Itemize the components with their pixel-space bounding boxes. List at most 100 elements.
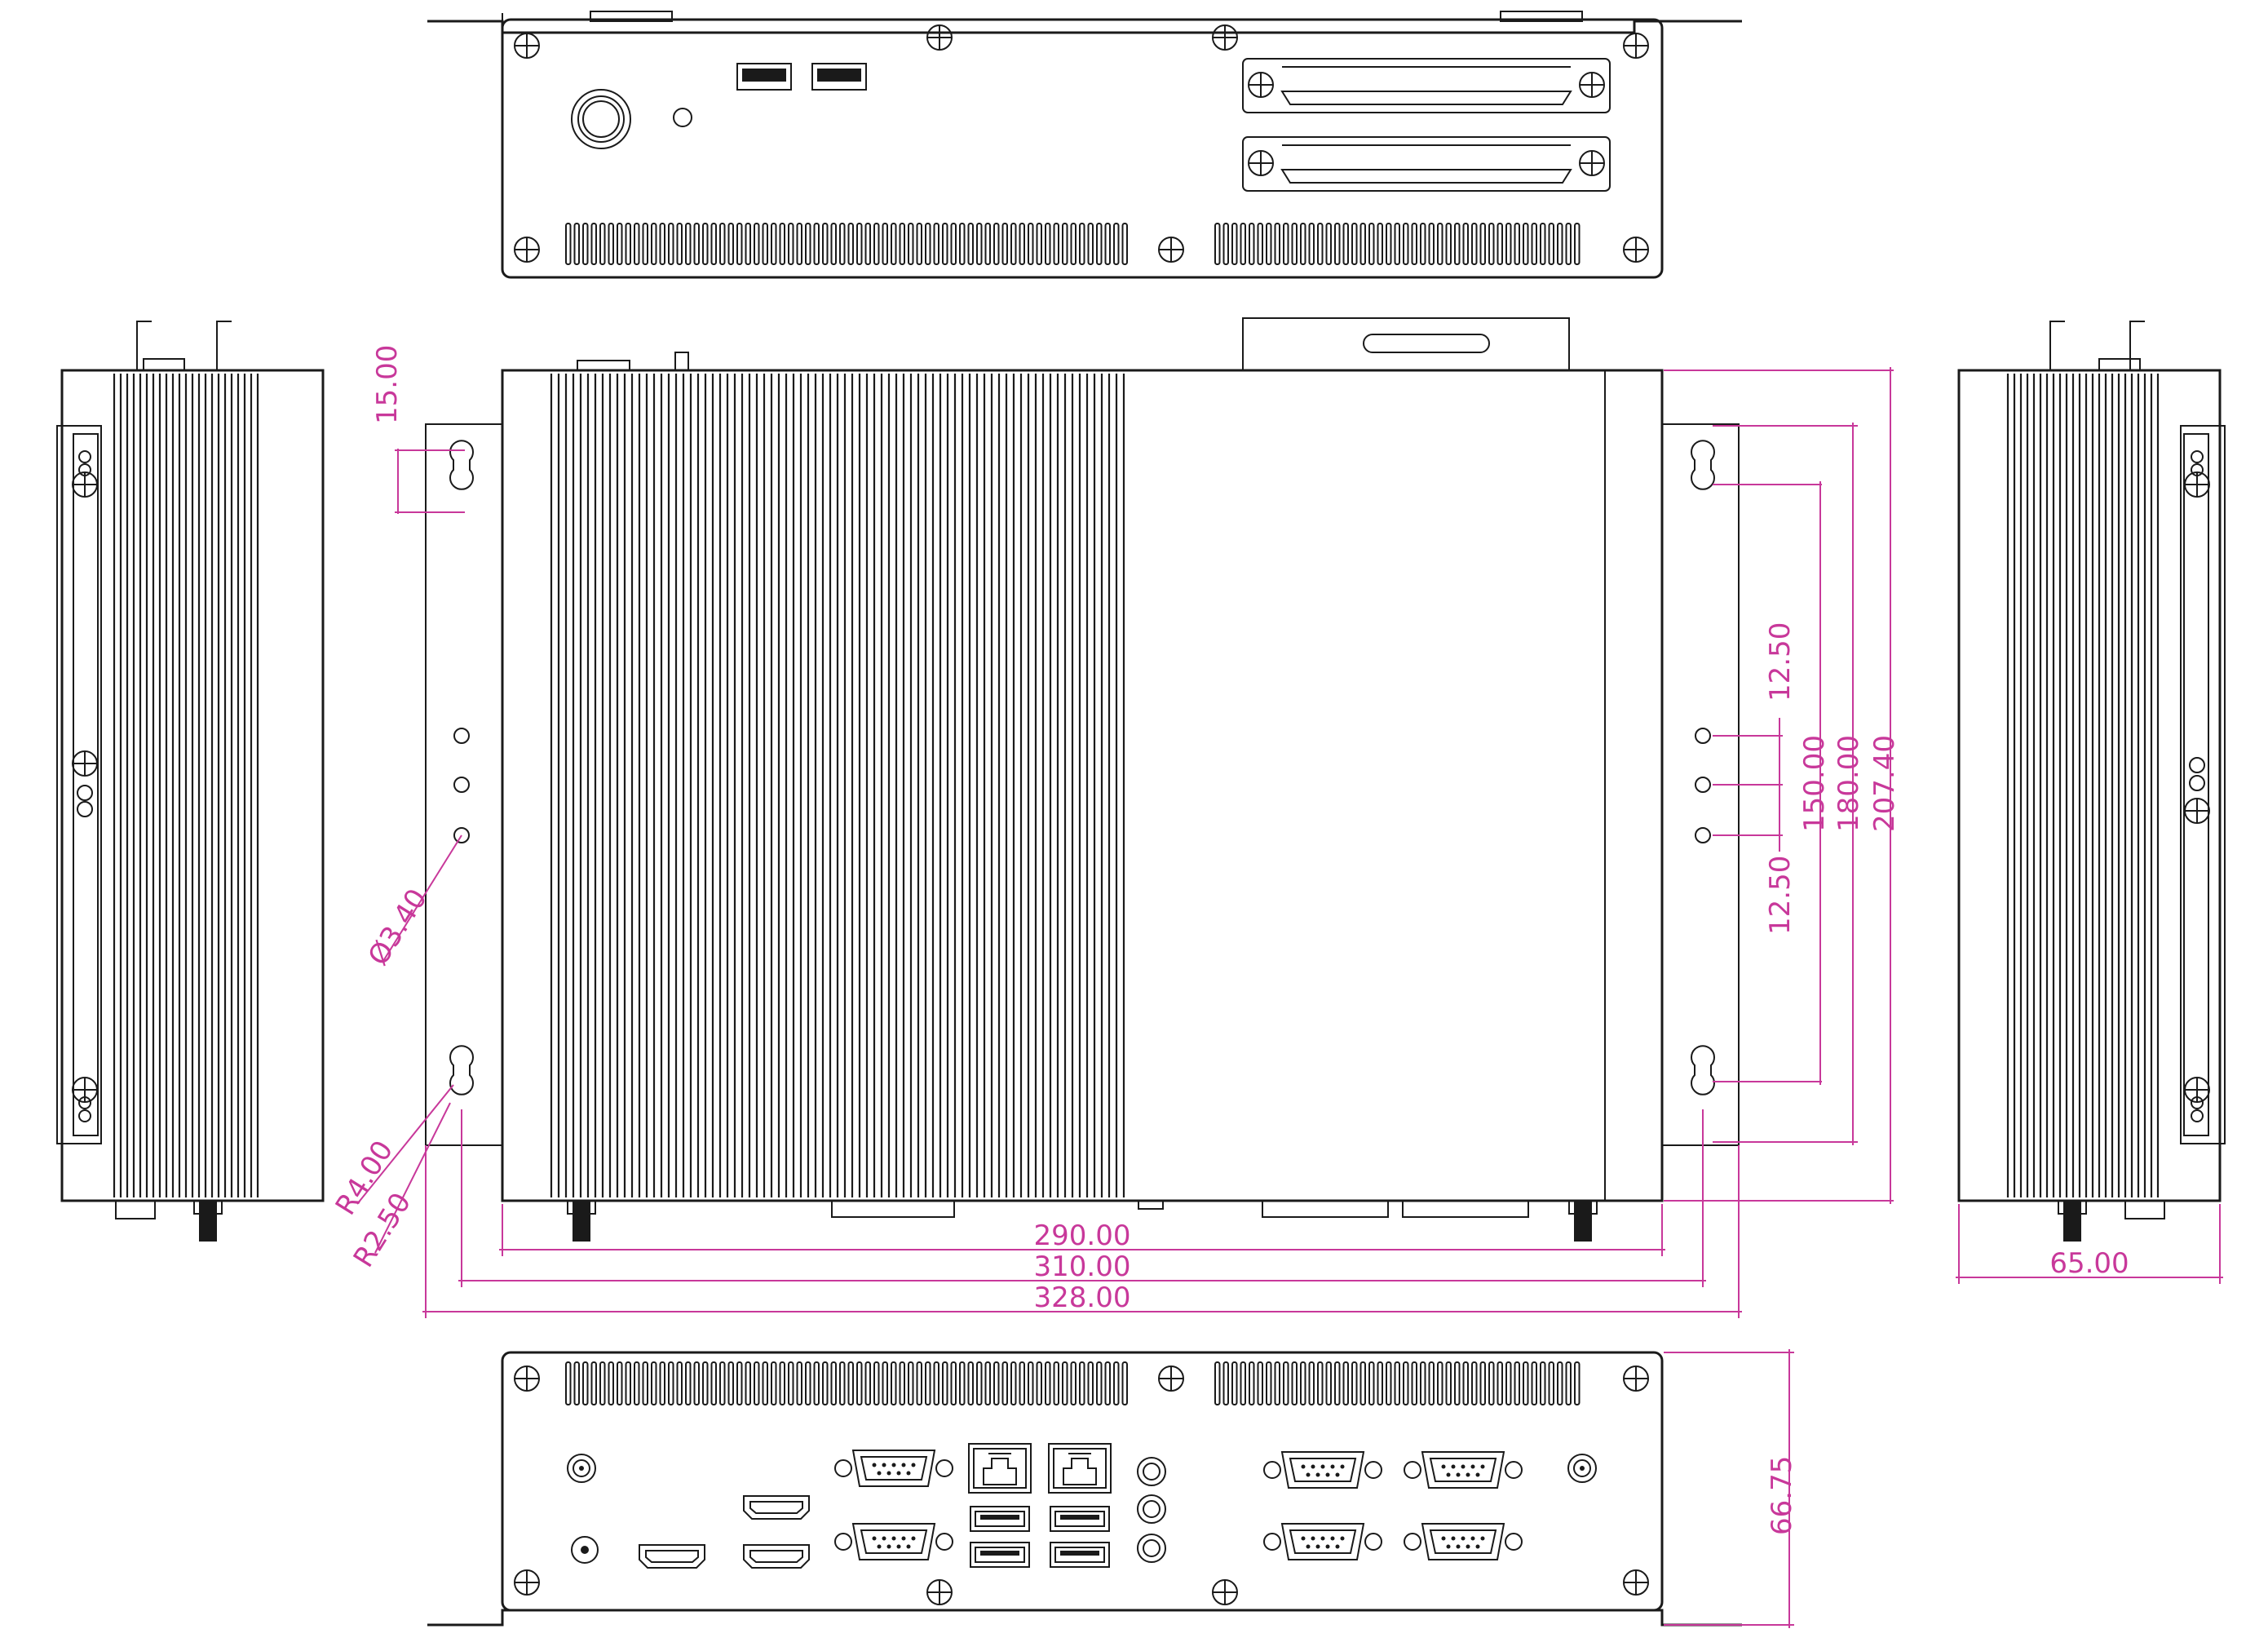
vent-slot: [659, 223, 665, 265]
vent-slot: [1036, 1361, 1042, 1405]
vent-slot: [847, 1361, 854, 1405]
expansion-slot: [1242, 136, 1611, 192]
vent-slot: [1291, 223, 1298, 265]
vent-slot: [1454, 1361, 1461, 1405]
vent-slot: [762, 223, 768, 265]
vent-slot: [617, 1361, 623, 1405]
vent-slot: [659, 1361, 665, 1405]
vent-slot: [754, 1361, 760, 1405]
vent-slot: [590, 223, 597, 265]
vent-slot: [1377, 223, 1383, 265]
screw-icon: [926, 1579, 953, 1605]
vent-slot: [1317, 1361, 1324, 1405]
vent-slot: [1540, 223, 1546, 265]
vent-slot: [573, 1361, 580, 1405]
vent-slot: [1557, 223, 1563, 265]
vent-slot: [1574, 223, 1581, 265]
vent-slot: [1079, 223, 1085, 265]
vent-slot: [608, 1361, 614, 1405]
vent-slot: [891, 1361, 897, 1405]
vent-slot: [651, 223, 657, 265]
vent-slot: [1019, 223, 1025, 265]
rj45-icon: [968, 1443, 1032, 1494]
vent-slot: [916, 223, 922, 265]
screw-icon: [2184, 1077, 2210, 1103]
vent-slot: [1249, 1361, 1255, 1405]
vent-slot: [1001, 1361, 1008, 1405]
rear-panel-view: [427, 11, 1742, 279]
vent-slot: [1462, 223, 1469, 265]
vent-slot: [891, 223, 897, 265]
vent-slot: [634, 223, 640, 265]
vent-slot: [1488, 1361, 1495, 1405]
vent-slot: [839, 1361, 846, 1405]
dimension-lines: 15.00 12.50 12.50 150.00 180.00 207.40 Ø…: [329, 345, 2223, 1628]
vent-slot: [950, 223, 957, 265]
vent-slots: [1214, 1361, 1581, 1405]
vent-slot: [1531, 223, 1537, 265]
vent-slot: [1359, 223, 1366, 265]
vent-slot: [762, 1361, 768, 1405]
vent-slot: [1548, 223, 1554, 265]
vent-slot: [1308, 223, 1315, 265]
antenna-connector-icon: [2058, 1200, 2087, 1242]
usb-port-icon: [736, 63, 792, 91]
power-button-icon: [571, 89, 631, 149]
vent-slot: [1121, 1361, 1128, 1405]
vent-slot: [1394, 223, 1400, 265]
vent-slot: [1479, 223, 1486, 265]
vent-slot: [1070, 223, 1077, 265]
vent-slot: [727, 223, 734, 265]
antenna-connector-icon: [567, 1454, 596, 1483]
vent-slot: [873, 223, 880, 265]
vent-slot: [1231, 1361, 1238, 1405]
vent-slot: [1300, 223, 1306, 265]
vent-slot: [1386, 223, 1392, 265]
vent-slot: [967, 1361, 974, 1405]
dim-body-width: 290.00: [1034, 1219, 1131, 1252]
vent-slot: [1240, 223, 1246, 265]
vent-slot: [1214, 223, 1221, 265]
vent-slot: [651, 1361, 657, 1405]
vent-slot: [1334, 223, 1341, 265]
vent-slot: [1565, 223, 1572, 265]
audio-jack-icon: [1137, 1457, 1166, 1486]
keyhole-slot: [1691, 440, 1715, 490]
vent-slot: [1113, 1361, 1120, 1405]
vent-slot: [796, 1361, 802, 1405]
vent-slot: [634, 1361, 640, 1405]
vent-slot: [933, 1361, 939, 1405]
vent-slot: [882, 1361, 888, 1405]
vent-slot: [882, 223, 888, 265]
vent-slot: [1454, 223, 1461, 265]
vent-slot: [1266, 223, 1272, 265]
vent-slot: [1565, 1361, 1572, 1405]
vent-slot: [1394, 1361, 1400, 1405]
vent-slot: [1062, 1361, 1068, 1405]
vent-slot: [1523, 223, 1529, 265]
vent-slot: [1291, 1361, 1298, 1405]
screw-icon: [514, 237, 540, 263]
screw-icon: [1158, 1366, 1184, 1392]
vent-slot: [1437, 223, 1443, 265]
vent-slot: [839, 223, 846, 265]
plan-view: [425, 317, 1740, 1242]
screw-icon: [72, 1077, 98, 1103]
vent-slot: [1062, 223, 1068, 265]
vent-slot: [1540, 1361, 1546, 1405]
usb-port-icon: [1050, 1542, 1110, 1568]
vent-slot: [1240, 1361, 1246, 1405]
vent-slot: [976, 1361, 983, 1405]
vent-slot: [813, 223, 820, 265]
vent-slot: [908, 223, 914, 265]
vent-slot: [1462, 1361, 1469, 1405]
vent-slot: [565, 1361, 572, 1405]
heatsink-fins: [550, 374, 1125, 1197]
vent-slot: [573, 223, 580, 265]
vent-slot: [1325, 1361, 1332, 1405]
vent-slot: [754, 223, 760, 265]
vent-slot: [693, 1361, 700, 1405]
usb-port-icon: [811, 63, 867, 91]
antenna-connector-icon: [1568, 1200, 1598, 1242]
vent-slot: [1548, 1361, 1554, 1405]
